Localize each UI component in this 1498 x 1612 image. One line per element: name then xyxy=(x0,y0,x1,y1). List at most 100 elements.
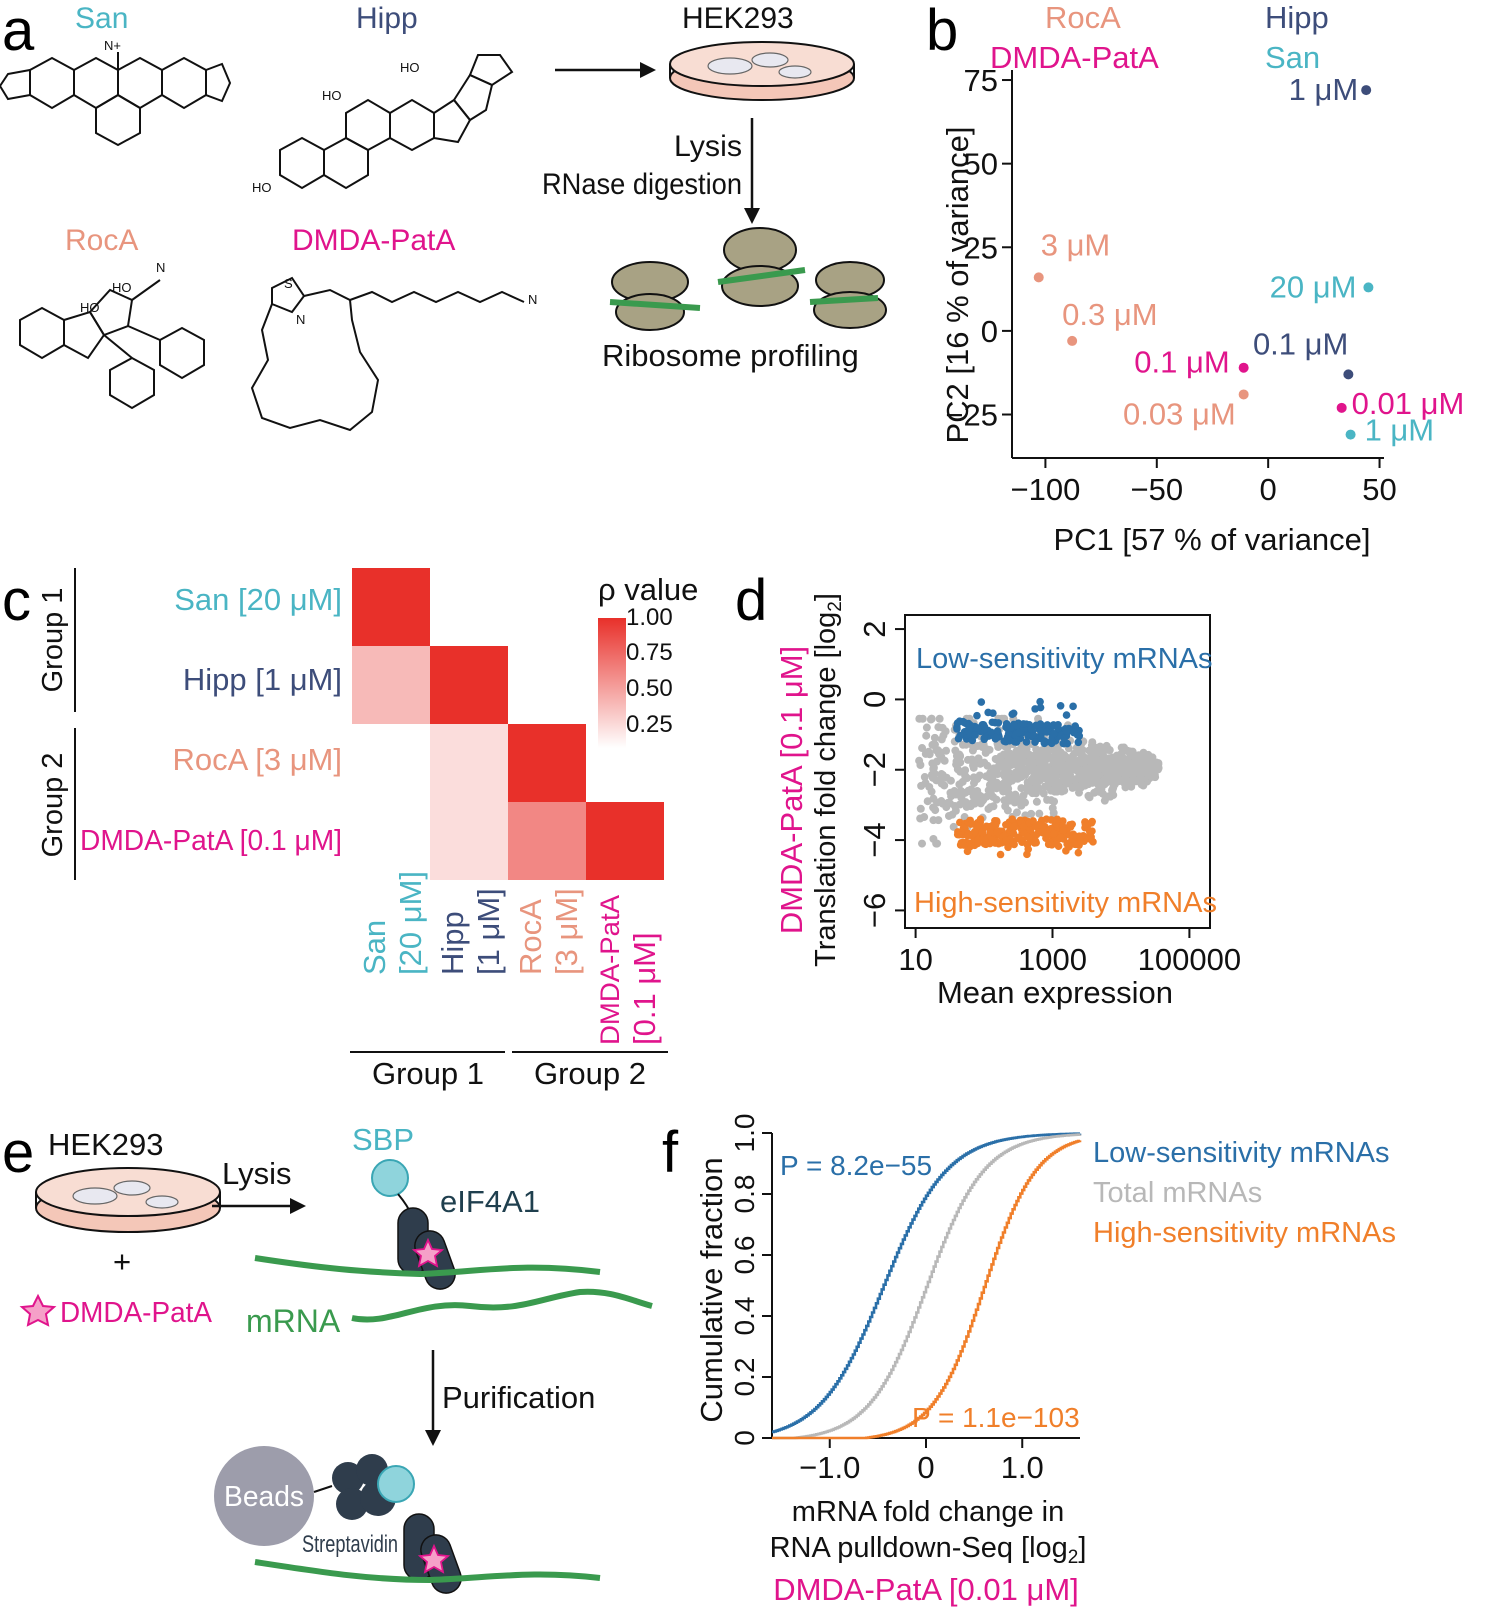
ma-point-total xyxy=(1077,781,1086,790)
eif4a1-label: eIF4A1 xyxy=(440,1184,540,1219)
lysis-label-a: Lysis xyxy=(674,130,742,163)
ma-point-total xyxy=(991,754,1000,763)
ma-point-total xyxy=(1110,768,1119,777)
heatmap-cell xyxy=(430,646,508,724)
ma-point-total xyxy=(969,779,978,788)
ma-point-low xyxy=(971,731,979,739)
pca-point xyxy=(1343,369,1354,380)
ma-point-low xyxy=(973,711,981,720)
arrow-lysis-head xyxy=(744,208,760,224)
ma-point-total xyxy=(1025,784,1034,793)
cdf-line-low xyxy=(772,1132,1082,1434)
heatmap-cell xyxy=(352,646,430,724)
roca-atom-ho-2: HO xyxy=(80,300,100,315)
pca-xlabel: PC1 [57 % of variance] xyxy=(1053,522,1370,557)
ma-point-total xyxy=(1004,767,1013,776)
ma-point-high xyxy=(960,841,968,849)
pca-point xyxy=(1336,402,1347,413)
col-label-san: San [20 μM] xyxy=(357,871,428,975)
ma-point-low xyxy=(1054,724,1062,733)
ma-point-total xyxy=(929,816,938,825)
ma-point-total xyxy=(1108,785,1117,794)
beads-label: Beads xyxy=(224,1481,304,1513)
heat-legend-tick-100: 1.00 xyxy=(626,604,673,631)
svg-text:[20 μM]: [20 μM] xyxy=(393,871,428,975)
panel-a-label: a xyxy=(2,0,35,63)
pca-ylabel: PC2 [16 % of variance] xyxy=(940,126,975,443)
ma-point-low xyxy=(1019,720,1028,728)
cdf-x-tick-label: 0 xyxy=(917,1450,934,1485)
heatmap-cell xyxy=(352,568,430,646)
cdf-xlabel-2: RNA pulldown-Seq [log2] xyxy=(770,1532,1087,1568)
compound-hipp-label: Hipp xyxy=(356,2,418,35)
pca-point xyxy=(1361,85,1372,96)
ma-point-total xyxy=(916,814,925,823)
ma-point-total xyxy=(1122,774,1131,783)
pca-point xyxy=(1033,272,1044,283)
streptavidin-label: Streptavidin xyxy=(302,1531,398,1558)
arrow-lysis-e-head xyxy=(290,1198,306,1214)
cell-line-label-e: HEK293 xyxy=(48,1127,163,1162)
ma-point-high xyxy=(973,839,982,848)
ma-point-low xyxy=(1031,705,1039,713)
ma-point-low xyxy=(1069,702,1077,711)
ma-point-total xyxy=(1073,765,1082,774)
ma-point-total xyxy=(1085,793,1094,802)
pca-y-tick-label: 0 xyxy=(981,314,998,349)
pca-y-tick-label: 25 xyxy=(964,230,998,265)
ma-point-total xyxy=(939,731,948,740)
ma-point-total xyxy=(1095,764,1104,773)
pca-x-tick-label: −50 xyxy=(1130,472,1183,507)
pata-atom-nme2: N xyxy=(528,292,537,307)
ma-point-total xyxy=(1012,795,1021,804)
ma-point-high xyxy=(976,815,985,823)
ma-point-total xyxy=(1005,790,1014,799)
culture-dish-a xyxy=(669,41,855,101)
ma-point-total xyxy=(937,752,946,761)
san-structure xyxy=(0,52,232,147)
panel-e-label: e xyxy=(2,1120,34,1185)
cdf-y-tick-label: 0.6 xyxy=(729,1236,760,1275)
lysis-label-e: Lysis xyxy=(222,1156,291,1191)
ma-point-high xyxy=(1053,815,1062,824)
row-group-2-label: Group 2 xyxy=(37,753,69,858)
ma-point-total xyxy=(940,781,949,790)
ma-point-total xyxy=(1055,755,1064,764)
ma-point-high xyxy=(979,834,988,843)
ma-point-total xyxy=(918,744,927,753)
ma-point-high xyxy=(1074,848,1083,857)
legend-pata: DMDA-PatA xyxy=(990,40,1159,75)
ribosome-2 xyxy=(717,227,806,307)
ma-point-total xyxy=(963,755,972,764)
arrow-purification-head xyxy=(425,1430,441,1446)
ma-point-high xyxy=(955,830,963,839)
svg-text:[3 μM]: [3 μM] xyxy=(549,888,584,975)
roca-atom-n: N xyxy=(156,260,165,275)
ma-point-low xyxy=(980,734,989,742)
ma-point-low xyxy=(973,724,982,732)
ma-points xyxy=(915,697,1163,859)
col-label-roca: RocA [3 μM] xyxy=(513,888,584,975)
col-label-pata: DMDA-PatA [0.1 μM] xyxy=(595,895,662,1045)
pca-point-label: 1 μM xyxy=(1289,72,1359,107)
compound-pata-label: DMDA-PatA xyxy=(292,224,455,257)
ma-point-total xyxy=(982,746,991,755)
ma-point-low xyxy=(980,722,989,731)
cdf-y-tick-label: 0 xyxy=(729,1430,760,1446)
svg-text:San: San xyxy=(357,920,392,975)
row-label-hipp: Hipp [1 μM] xyxy=(183,662,342,697)
ma-point-high xyxy=(1023,832,1032,841)
ma-point-low xyxy=(1040,737,1048,745)
pata-structure xyxy=(250,276,525,432)
pca-x-tick-label: 50 xyxy=(1362,472,1396,507)
ma-point-high xyxy=(1004,843,1012,852)
ma-point-high xyxy=(1048,841,1056,849)
ma-point-total xyxy=(933,839,942,848)
ma-point-total xyxy=(1083,777,1092,786)
pca-point xyxy=(1363,282,1374,293)
ma-point-total xyxy=(1141,752,1150,761)
ribosome-3 xyxy=(809,261,887,329)
